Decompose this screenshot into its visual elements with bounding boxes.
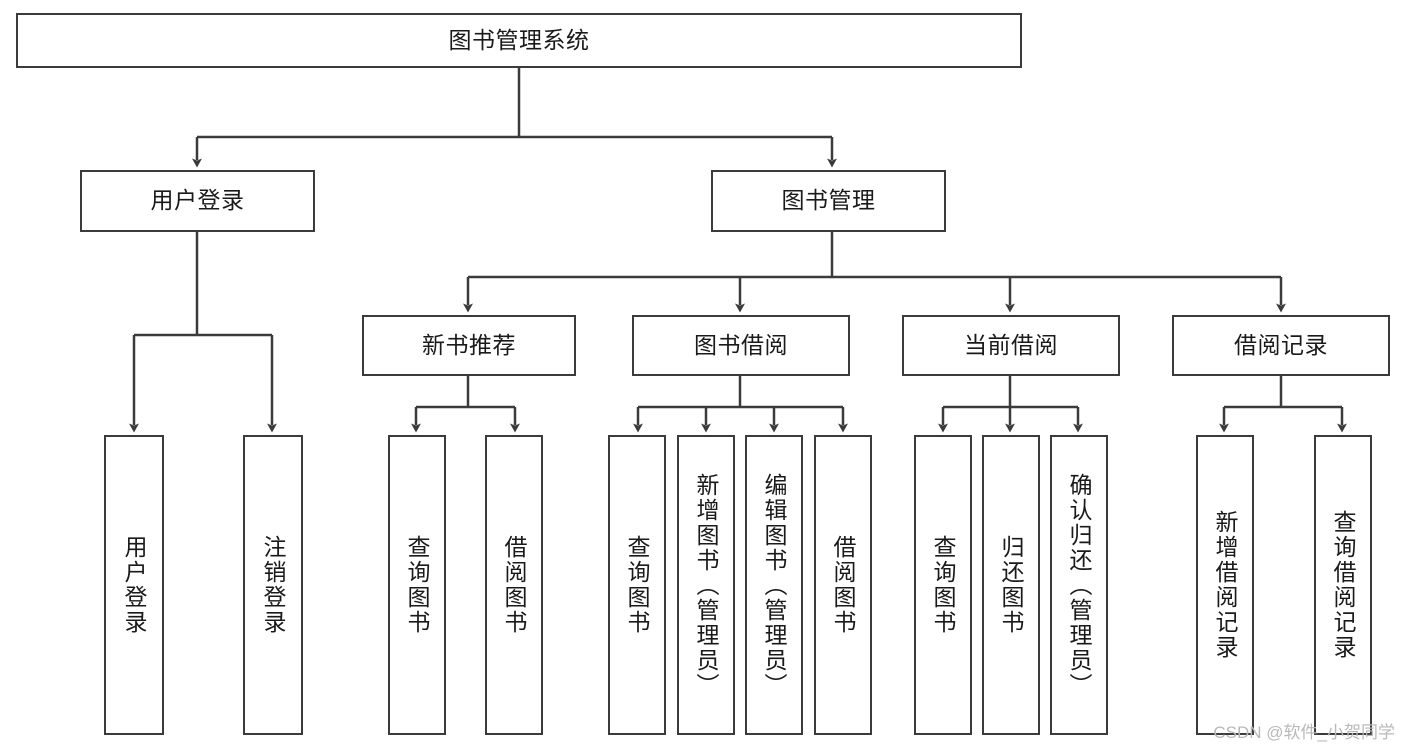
node-user-login-label: 用户登录 bbox=[150, 187, 245, 214]
node-borrow-record[interactable]: 借阅记录 bbox=[1172, 315, 1390, 376]
node-new-book-recommend-label: 新书推荐 bbox=[422, 331, 516, 358]
book-borrow-connectors bbox=[633, 376, 848, 433]
node-leaf-edit-book[interactable]: 编辑图书（管理员） bbox=[745, 435, 803, 735]
node-current-borrow-label: 当前借阅 bbox=[964, 331, 1058, 358]
node-leaf-confirm-return[interactable]: 确认归还（管理员） bbox=[1050, 435, 1108, 735]
node-book-borrow[interactable]: 图书借阅 bbox=[632, 315, 850, 376]
node-leaf-add-record-label: 新增借阅记录 bbox=[1212, 510, 1238, 660]
borrow-record-connectors bbox=[1219, 376, 1347, 433]
node-leaf-return-book[interactable]: 归还图书 bbox=[982, 435, 1040, 735]
node-leaf-query-book-3[interactable]: 查询图书 bbox=[914, 435, 972, 735]
node-book-borrow-label: 图书借阅 bbox=[694, 331, 788, 358]
node-leaf-borrow-book-2[interactable]: 借阅图书 bbox=[814, 435, 872, 735]
node-leaf-query-book-1[interactable]: 查询图书 bbox=[388, 435, 446, 735]
book-manage-connectors bbox=[463, 232, 1286, 313]
node-root-label: 图书管理系统 bbox=[448, 26, 590, 53]
node-leaf-add-book-label: 新增图书（管理员） bbox=[693, 472, 719, 698]
node-leaf-user-login-label: 用户登录 bbox=[121, 535, 147, 635]
node-leaf-query-book-1-label: 查询图书 bbox=[404, 535, 430, 635]
node-book-manage[interactable]: 图书管理 bbox=[711, 170, 946, 232]
node-leaf-query-record[interactable]: 查询借阅记录 bbox=[1314, 435, 1372, 735]
node-leaf-borrow-book-1-label: 借阅图书 bbox=[501, 535, 527, 635]
node-new-book-recommend[interactable]: 新书推荐 bbox=[362, 315, 576, 376]
node-root[interactable]: 图书管理系统 bbox=[16, 13, 1022, 68]
current-borrow-connectors bbox=[938, 376, 1083, 433]
node-leaf-query-book-3-label: 查询图书 bbox=[930, 535, 956, 635]
root-connectors bbox=[192, 68, 837, 168]
node-leaf-borrow-book-1[interactable]: 借阅图书 bbox=[485, 435, 543, 735]
node-leaf-edit-book-label: 编辑图书（管理员） bbox=[761, 472, 787, 698]
node-leaf-query-book-2[interactable]: 查询图书 bbox=[608, 435, 666, 735]
node-book-manage-label: 图书管理 bbox=[781, 187, 876, 214]
node-leaf-borrow-book-2-label: 借阅图书 bbox=[830, 535, 856, 635]
user-login-connectors bbox=[129, 232, 277, 433]
node-leaf-user-logout-label: 注销登录 bbox=[260, 535, 286, 635]
new-book-recommend-connectors bbox=[411, 376, 520, 433]
node-leaf-add-record[interactable]: 新增借阅记录 bbox=[1196, 435, 1254, 735]
node-borrow-record-label: 借阅记录 bbox=[1234, 331, 1328, 358]
node-leaf-user-logout[interactable]: 注销登录 bbox=[243, 435, 303, 735]
node-leaf-user-login[interactable]: 用户登录 bbox=[104, 435, 164, 735]
node-current-borrow[interactable]: 当前借阅 bbox=[902, 315, 1120, 376]
node-user-login[interactable]: 用户登录 bbox=[80, 170, 315, 232]
node-leaf-confirm-return-label: 确认归还（管理员） bbox=[1066, 472, 1092, 698]
node-leaf-add-book[interactable]: 新增图书（管理员） bbox=[677, 435, 735, 735]
node-leaf-return-book-label: 归还图书 bbox=[998, 535, 1024, 635]
node-leaf-query-record-label: 查询借阅记录 bbox=[1330, 510, 1356, 660]
node-leaf-query-book-2-label: 查询图书 bbox=[624, 535, 650, 635]
